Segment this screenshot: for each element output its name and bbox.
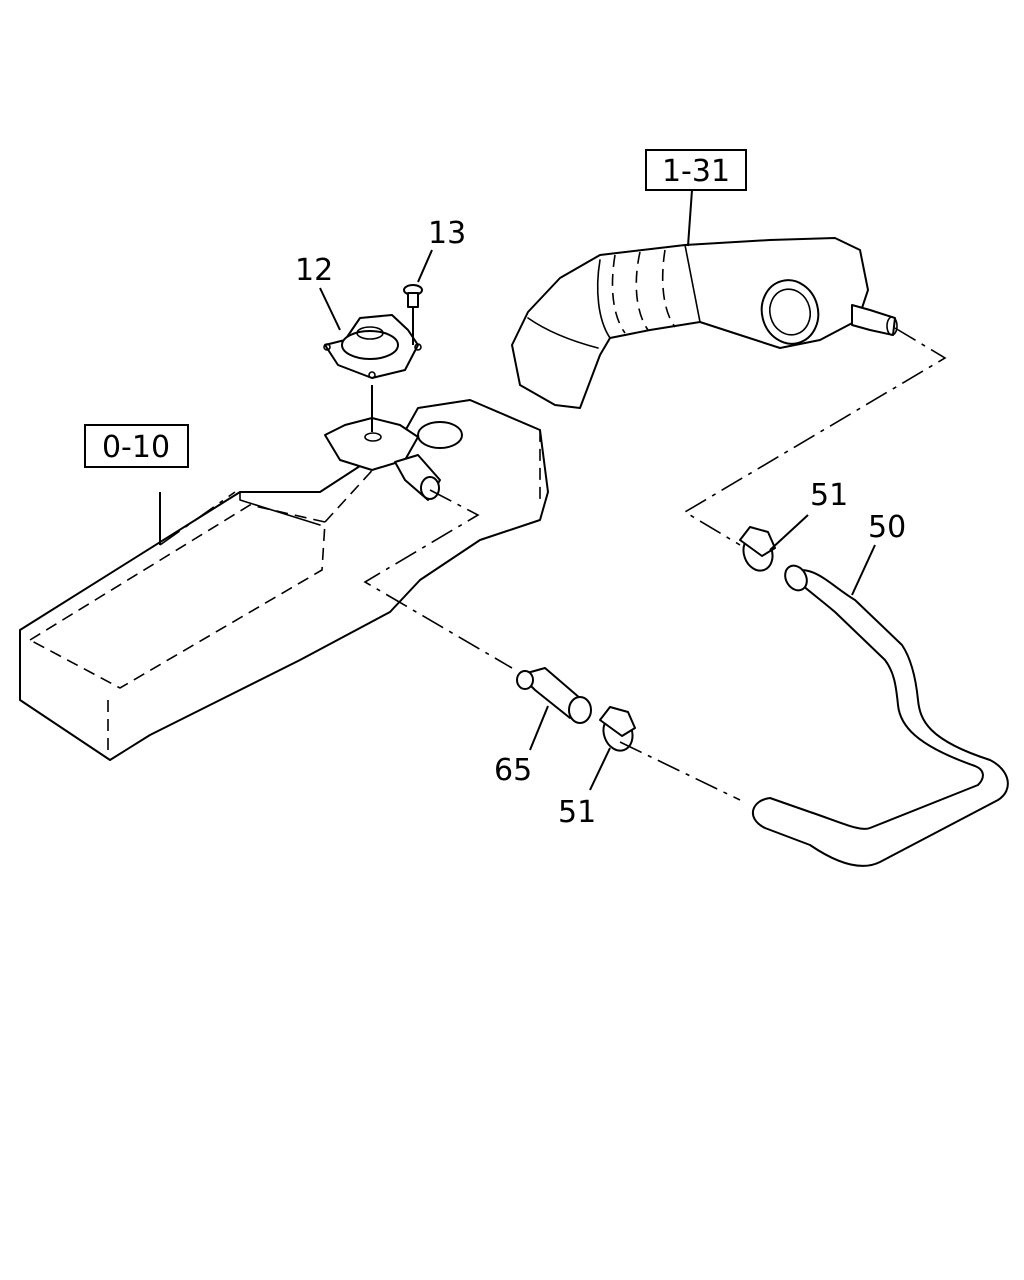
ref-label-duct-text: 1-31 — [662, 154, 730, 189]
clip-lower — [599, 706, 636, 752]
ref-label-cover-text: 0-10 — [102, 430, 170, 465]
ref-label-duct: 1-31 — [645, 149, 747, 191]
screw — [403, 284, 423, 345]
routing-lines — [363, 327, 947, 801]
ref-label-cover: 0-10 — [84, 424, 189, 468]
callout-51-upper: 51 — [810, 478, 848, 513]
cover-plate — [323, 314, 422, 379]
callout-51-lower: 51 — [558, 795, 596, 830]
gasket — [324, 417, 463, 501]
connector — [516, 667, 592, 724]
callout-50: 50 — [868, 510, 906, 545]
leader-lines — [159, 189, 876, 791]
air-duct — [511, 237, 898, 409]
callout-13: 13 — [428, 216, 466, 251]
callout-12: 12 — [295, 253, 333, 288]
hose — [752, 564, 1009, 867]
callout-65: 65 — [494, 753, 532, 788]
clip-upper — [739, 526, 776, 572]
